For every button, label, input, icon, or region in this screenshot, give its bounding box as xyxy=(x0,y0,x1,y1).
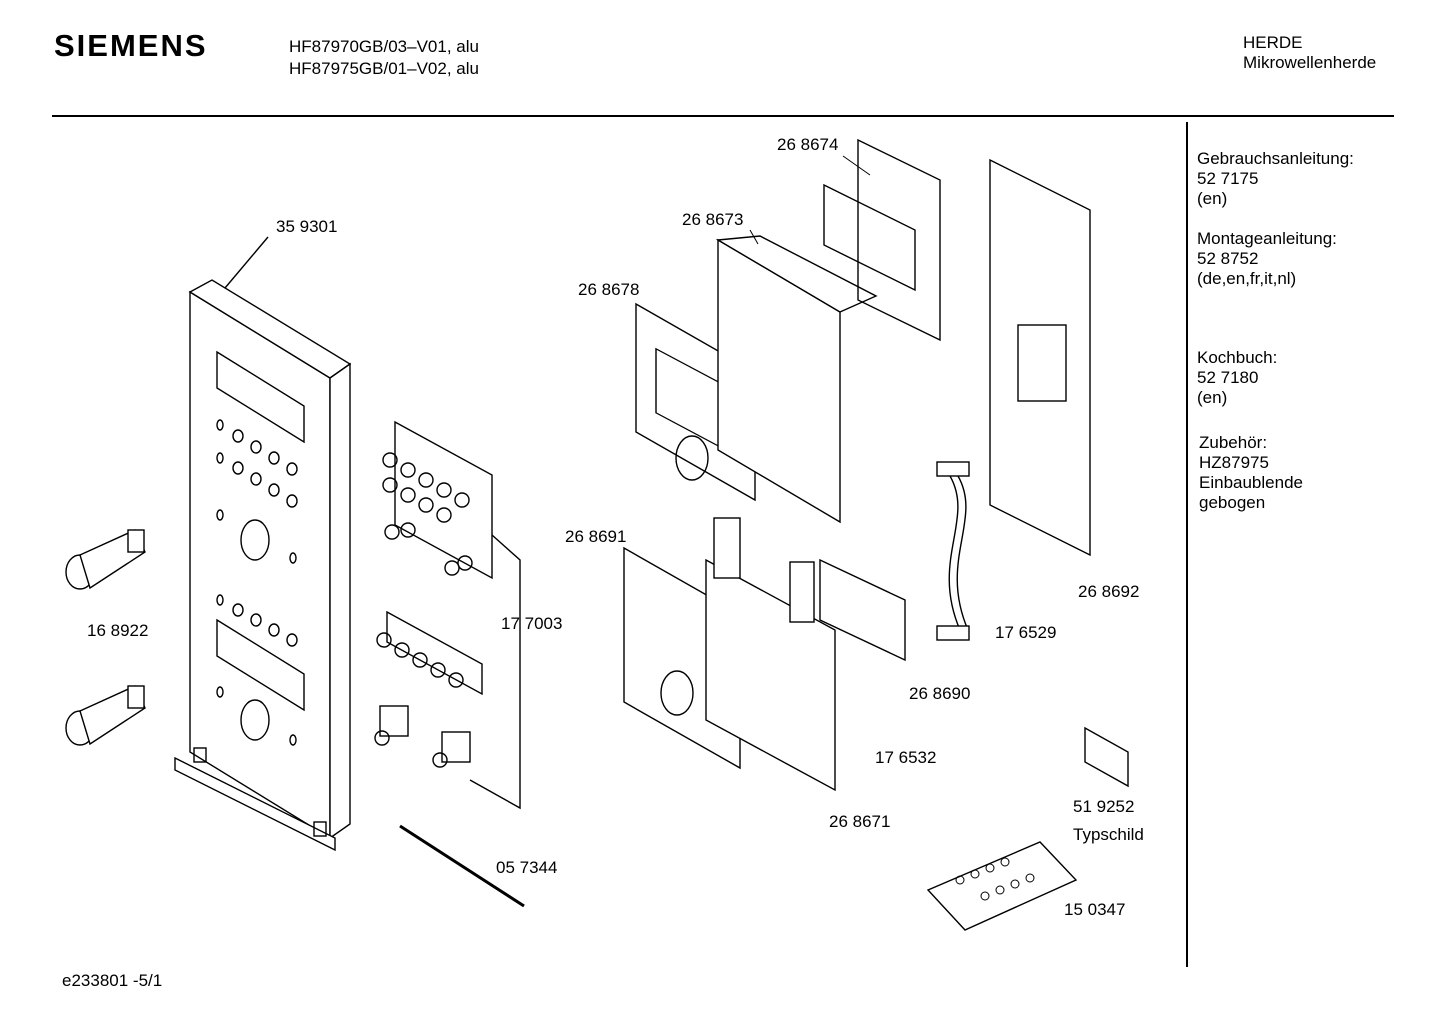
part-label-176532: 17 6532 xyxy=(875,748,937,767)
screw-bag-contents xyxy=(955,857,1035,901)
part-label-268691: 26 8691 xyxy=(565,527,627,546)
drawing-id: e233801 -5/1 xyxy=(62,971,163,990)
part-label-177003: 17 7003 xyxy=(501,614,563,633)
cookbook-number: 52 7180 xyxy=(1197,368,1259,387)
part-label-268678: 26 8678 xyxy=(578,280,640,299)
header-divider xyxy=(52,115,1394,117)
sidebar-divider xyxy=(1186,122,1188,967)
part-label-268692: 26 8692 xyxy=(1078,582,1140,601)
part-label-268671: 26 8671 xyxy=(829,812,891,831)
manual-number: 52 7175 xyxy=(1197,169,1259,188)
install-number: 52 8752 xyxy=(1197,249,1259,268)
brand-logo: SIEMENS xyxy=(54,28,208,63)
part-label-268674: 26 8674 xyxy=(777,135,839,154)
back-cover-window xyxy=(1017,324,1067,402)
accessory-info: Zubehör: HZ87975 Einbaublende gebogen xyxy=(1199,433,1303,513)
category-label: HERDE xyxy=(1243,33,1303,52)
part-label-150347: 15 0347 xyxy=(1064,900,1126,919)
manual-info: Gebrauchsanleitung: 52 7175 (en) xyxy=(1197,149,1354,209)
subcategory-label: Mikrowellenherde xyxy=(1243,53,1377,72)
accessory-desc-1: Einbaublende xyxy=(1199,473,1303,492)
cookbook-info: Kochbuch: 52 7180 (en) xyxy=(1197,348,1277,408)
part-label-268690: 26 8690 xyxy=(909,684,971,703)
accessory-label: Zubehör: xyxy=(1199,433,1268,452)
upper-control-module xyxy=(635,138,941,524)
button-board-part xyxy=(374,420,521,810)
part-label-168922: 16 8922 xyxy=(87,621,149,640)
part-label-268673: 26 8673 xyxy=(682,210,744,229)
accessory-number: HZ87975 xyxy=(1199,453,1269,472)
accessory-desc-2: gebogen xyxy=(1199,493,1266,512)
part-label-359301: 35 9301 xyxy=(276,217,338,236)
lower-control-module xyxy=(623,517,906,792)
install-label: Montageanleitung: xyxy=(1197,229,1337,248)
back-cover-part xyxy=(989,158,1091,557)
part-label-176529: 17 6529 xyxy=(995,623,1057,642)
manual-lang: (en) xyxy=(1197,189,1228,208)
part-label-057344: 05 7344 xyxy=(496,858,558,877)
model-line-2: HF87975GB/01–V02, alu xyxy=(289,59,479,78)
install-lang: (de,en,fr,it,nl) xyxy=(1197,269,1297,288)
part-label-519252: 51 9252 xyxy=(1073,797,1135,816)
rating-plate-part xyxy=(1084,726,1129,788)
manual-label: Gebrauchsanleitung: xyxy=(1197,149,1354,168)
ribbon-cable-part xyxy=(936,461,970,641)
model-line-1: HF87970GB/03–V01, alu xyxy=(289,37,479,56)
rod-part xyxy=(399,824,525,908)
part-caption-typschild: Typschild xyxy=(1073,825,1144,844)
cookbook-lang: (en) xyxy=(1197,388,1228,407)
install-info: Montageanleitung: 52 8752 (de,en,fr,it,n… xyxy=(1197,229,1337,289)
leader-lines xyxy=(749,155,871,245)
knob-part xyxy=(65,529,146,746)
cookbook-label: Kochbuch: xyxy=(1197,348,1278,367)
front-panel-part xyxy=(174,236,352,852)
